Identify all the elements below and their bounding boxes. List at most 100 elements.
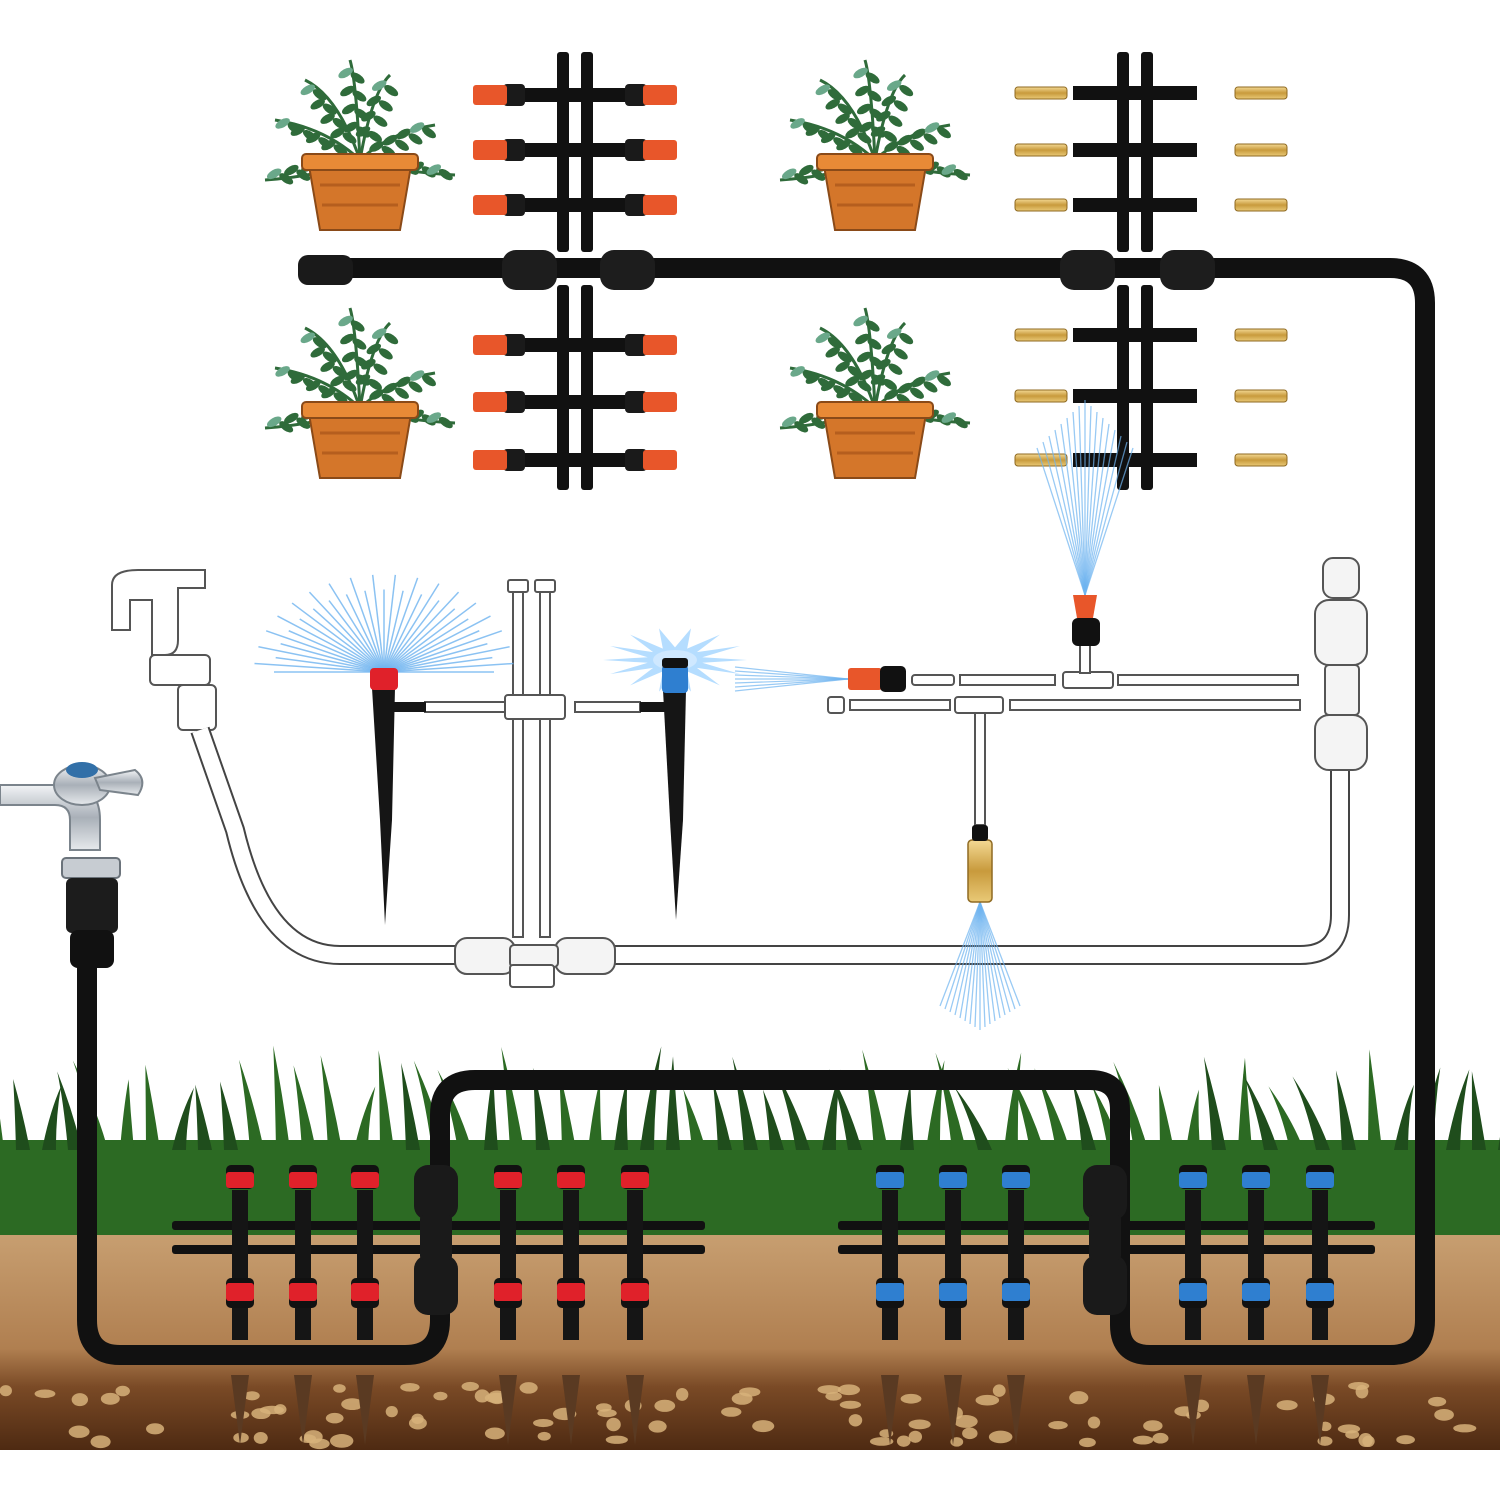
grass-blade xyxy=(1242,1073,1278,1150)
riser-right xyxy=(539,591,551,938)
leaf xyxy=(781,416,797,428)
grass-blade xyxy=(1268,1086,1304,1150)
leaf xyxy=(845,127,860,139)
spray-line xyxy=(383,600,440,673)
stake-lower-cap xyxy=(557,1283,585,1301)
leaf xyxy=(340,333,355,345)
orange-jet-body xyxy=(848,668,882,690)
grass-blade xyxy=(57,1071,82,1150)
stake-cap xyxy=(876,1172,904,1188)
center-cross xyxy=(504,694,566,720)
leaf xyxy=(811,417,826,429)
nozzle-base xyxy=(503,194,525,216)
manifold-arm xyxy=(513,143,637,157)
plant-pot xyxy=(779,59,971,231)
brass-nozzle xyxy=(1234,86,1288,100)
pot-rim xyxy=(816,401,934,419)
leaf xyxy=(366,343,382,355)
leaf xyxy=(847,117,862,130)
soil-pebble xyxy=(825,1391,842,1401)
leaf xyxy=(296,417,311,429)
nozzle-base xyxy=(503,449,525,471)
spray-line xyxy=(345,594,385,673)
spray-line xyxy=(383,602,477,673)
faucet-clamp xyxy=(61,857,121,879)
stake-shaft xyxy=(1248,1190,1264,1340)
spray-line xyxy=(383,643,488,673)
grass-blade xyxy=(293,1065,316,1150)
stake-cap xyxy=(1242,1172,1270,1188)
stake-arm-red xyxy=(392,702,426,712)
stake-shaft xyxy=(563,1190,579,1340)
up-spray-line xyxy=(1084,429,1116,596)
stake-lower-cap xyxy=(1306,1283,1334,1301)
leaf xyxy=(884,141,899,152)
leaf xyxy=(802,122,817,135)
brass-nozzle xyxy=(1014,198,1068,212)
orange-nozzle xyxy=(473,140,507,160)
leaf xyxy=(426,412,442,423)
grass-blade xyxy=(588,1079,602,1150)
leaf xyxy=(341,103,357,115)
soil-pebble xyxy=(1132,1435,1154,1445)
soil-pebble xyxy=(34,1389,56,1398)
leaf xyxy=(858,369,874,381)
right-coupler-lower xyxy=(1083,1255,1127,1315)
stake-shaft xyxy=(1008,1190,1024,1340)
clear-tee xyxy=(509,944,559,968)
valve-top-cap xyxy=(1322,557,1360,599)
down-spray-line xyxy=(979,901,1011,1013)
nozzle-base xyxy=(503,139,525,161)
soil-pebble xyxy=(484,1427,505,1440)
brass-nozzle xyxy=(1014,86,1068,100)
orange-jet-nozzle xyxy=(734,666,906,692)
clear-tube-inner xyxy=(192,727,1348,963)
leaf xyxy=(296,169,311,181)
grass-blade xyxy=(320,1055,342,1150)
leaf xyxy=(340,85,355,97)
leaf xyxy=(368,130,382,143)
stake-shaft xyxy=(945,1190,961,1340)
up-spray-line xyxy=(1084,411,1098,596)
stake-spike xyxy=(562,1375,580,1445)
stake-spike xyxy=(231,1375,249,1445)
soil-pebble xyxy=(330,1434,354,1448)
leaf xyxy=(899,84,914,97)
leaf xyxy=(941,164,957,175)
stake-spike xyxy=(626,1375,644,1445)
manifold-groups xyxy=(473,52,1288,490)
grass-blades xyxy=(0,1045,1500,1150)
down-spray-line xyxy=(944,901,981,1010)
spray-line xyxy=(383,656,493,673)
soil-pebble xyxy=(597,1409,617,1418)
coupler-left-b xyxy=(600,250,655,290)
soil-pebble xyxy=(1453,1424,1477,1433)
leaf xyxy=(408,133,423,145)
spray-line xyxy=(383,590,404,673)
leaf xyxy=(870,126,886,137)
manifold-arm xyxy=(513,338,637,352)
leaf xyxy=(857,380,872,392)
leaf xyxy=(320,113,335,124)
spray-360-fan xyxy=(254,574,514,673)
leaf xyxy=(924,370,940,381)
grass-blade xyxy=(1071,1079,1096,1150)
faucet-chrome-connected xyxy=(0,762,144,968)
right-coupler-cross xyxy=(1089,1215,1121,1260)
leaf xyxy=(825,98,840,110)
arm-left xyxy=(424,701,511,713)
grass-blade xyxy=(1394,1084,1414,1150)
leaf xyxy=(865,72,880,84)
soil-pebble xyxy=(654,1399,676,1412)
leaf xyxy=(910,139,924,151)
manifold-bar xyxy=(557,285,569,490)
grass-blade xyxy=(501,1047,524,1150)
arm-right xyxy=(574,701,641,713)
grass-blade xyxy=(666,1056,680,1150)
down-spray-line xyxy=(979,901,1021,1007)
leaf xyxy=(395,387,409,399)
soil-pebble xyxy=(837,1384,860,1396)
manifold-arm xyxy=(1073,143,1197,157)
leaf xyxy=(384,332,399,345)
pot-stripes xyxy=(320,183,400,207)
